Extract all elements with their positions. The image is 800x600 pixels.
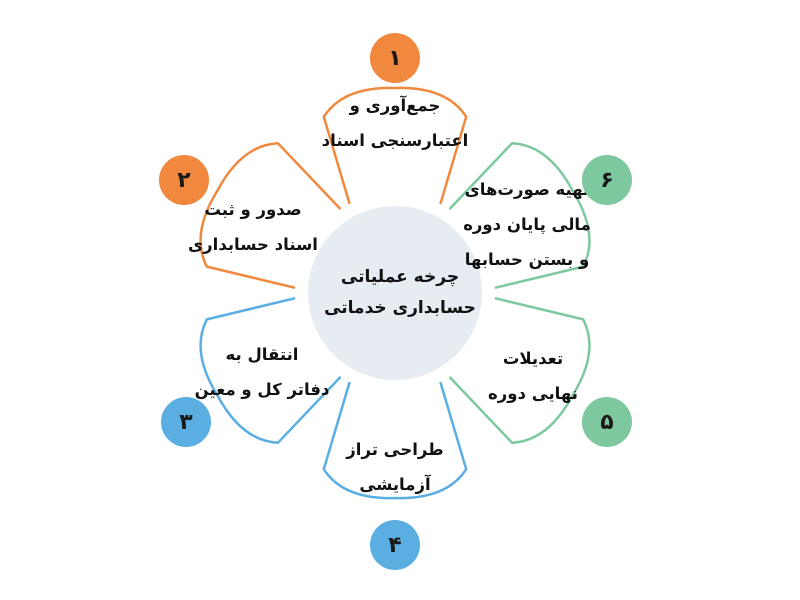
step-2-petal-outline [199,142,342,290]
step-5-petal-outline [448,296,591,444]
step-2-line-1: صدور و ثبت [204,200,302,219]
step-6-badge: ۶ [582,155,632,205]
step-4-badge: ۴ [370,520,420,570]
step-2-label: صدور و ثبت اسناد حسابداری [168,192,338,262]
step-3-label: انتقال به دفاتر کل و معین [172,337,352,407]
step-1-petal-outline [322,86,468,205]
step-6-line-3: و بستن حسابها [464,250,590,269]
step-1-badge: ۱ [370,33,420,83]
step-4-line-1: طراحی تراز [346,440,444,459]
step-1-label: جمع‌آوری و اعتبارسنجی اسناد [300,88,490,158]
step-5-label: تعدیلات نهایی دوره [458,341,608,411]
step-3-petal-outline [199,296,342,444]
step-2-number: ۲ [177,167,191,193]
step-4-label: طراحی تراز آزمایشی [315,432,475,502]
step-6-line-1: تهیه صورت‌های [464,180,590,199]
step-2-badge: ۲ [159,155,209,205]
step-2-line-2: اسناد حسابداری [188,235,318,254]
step-1-number: ۱ [388,45,402,71]
step-5-line-1: تعدیلات [502,349,564,368]
step-1-line-1: جمع‌آوری و [349,96,441,115]
center-title-line-1: چرخه عملیاتی [340,267,460,287]
step-5-badge: ۵ [582,397,632,447]
step-3-line-2: دفاتر کل و معین [194,380,330,399]
step-6-petal-outline [448,142,591,290]
step-1-line-2: اعتبارسنجی اسناد [321,131,469,150]
step-6-line-2: مالی پایان دوره [463,215,591,234]
center-title-line-2: حسابداری خدماتی [324,298,476,318]
center-title: چرخه عملیاتی حسابداری خدماتی [305,262,495,324]
step-4-petal-outline [322,381,468,500]
step-3-line-1: انتقال به [225,345,299,364]
step-3-number: ۳ [179,409,193,435]
step-4-number: ۴ [388,532,402,558]
step-5-number: ۵ [600,409,614,435]
step-5-line-2: نهایی دوره [488,384,578,403]
step-6-number: ۶ [600,167,614,193]
step-3-badge: ۳ [161,397,211,447]
step-6-label: تهیه صورت‌های مالی پایان دوره و بستن حسا… [452,172,602,277]
center-circle [308,206,482,380]
step-4-line-2: آزمایشی [359,475,431,494]
